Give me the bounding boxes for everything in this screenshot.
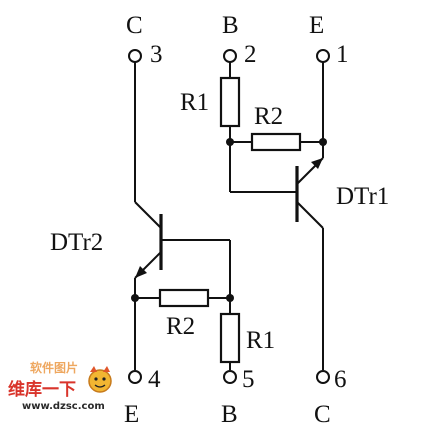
pin-3-number: 3 [150, 41, 163, 68]
resistor-r2-top [250, 132, 302, 152]
dtr2-emitter-arrow-icon [135, 266, 147, 278]
watermark: 软件图片 维库一下 www.dzsc.com [8, 360, 112, 412]
pin-4-number: 4 [148, 366, 161, 393]
terminal-bottom-b-letter: B [221, 401, 238, 428]
dtr1-collector-lead [296, 201, 324, 229]
pin-5-number: 5 [242, 366, 255, 393]
terminal-pin-3 [128, 49, 142, 63]
terminal-pin-1 [316, 49, 330, 63]
resistor-r1-bottom-label: R1 [246, 327, 275, 354]
terminal-top-e-letter: E [309, 12, 324, 39]
terminal-bottom-c-letter: C [314, 401, 331, 428]
watermark-faint-text: 软件图片 [30, 360, 78, 375]
resistor-r2-bottom-label: R2 [166, 313, 195, 340]
terminal-pin-6 [316, 370, 330, 384]
terminal-pin-2 [223, 49, 237, 63]
watermark-url: www.dzsc.com [22, 401, 105, 412]
dtr1-emitter-arrow-icon [311, 158, 323, 169]
resistor-r1-top-label: R1 [180, 89, 209, 116]
mascot-icon [88, 366, 112, 393]
dtr2-collector-lead [134, 201, 162, 229]
watermark-brand: 维库一下 [8, 379, 76, 400]
pin-2-number: 2 [244, 41, 257, 68]
transistor-dtr1-label: DTr1 [336, 183, 389, 210]
resistor-r2-top-label: R2 [254, 103, 283, 130]
terminal-pin-4 [128, 370, 142, 384]
resistor-r1-bottom [219, 312, 241, 364]
transistor-dtr2-label: DTr2 [50, 229, 103, 256]
terminal-top-c-letter: C [126, 12, 143, 39]
resistor-r1-top [219, 76, 241, 128]
terminal-pin-5 [223, 370, 237, 384]
resistor-r2-bottom [158, 288, 210, 308]
pin-6-number: 6 [334, 366, 347, 393]
pin-1-number: 1 [336, 41, 349, 68]
terminal-bottom-e-letter: E [124, 401, 139, 428]
terminal-top-b-letter: B [222, 12, 239, 39]
